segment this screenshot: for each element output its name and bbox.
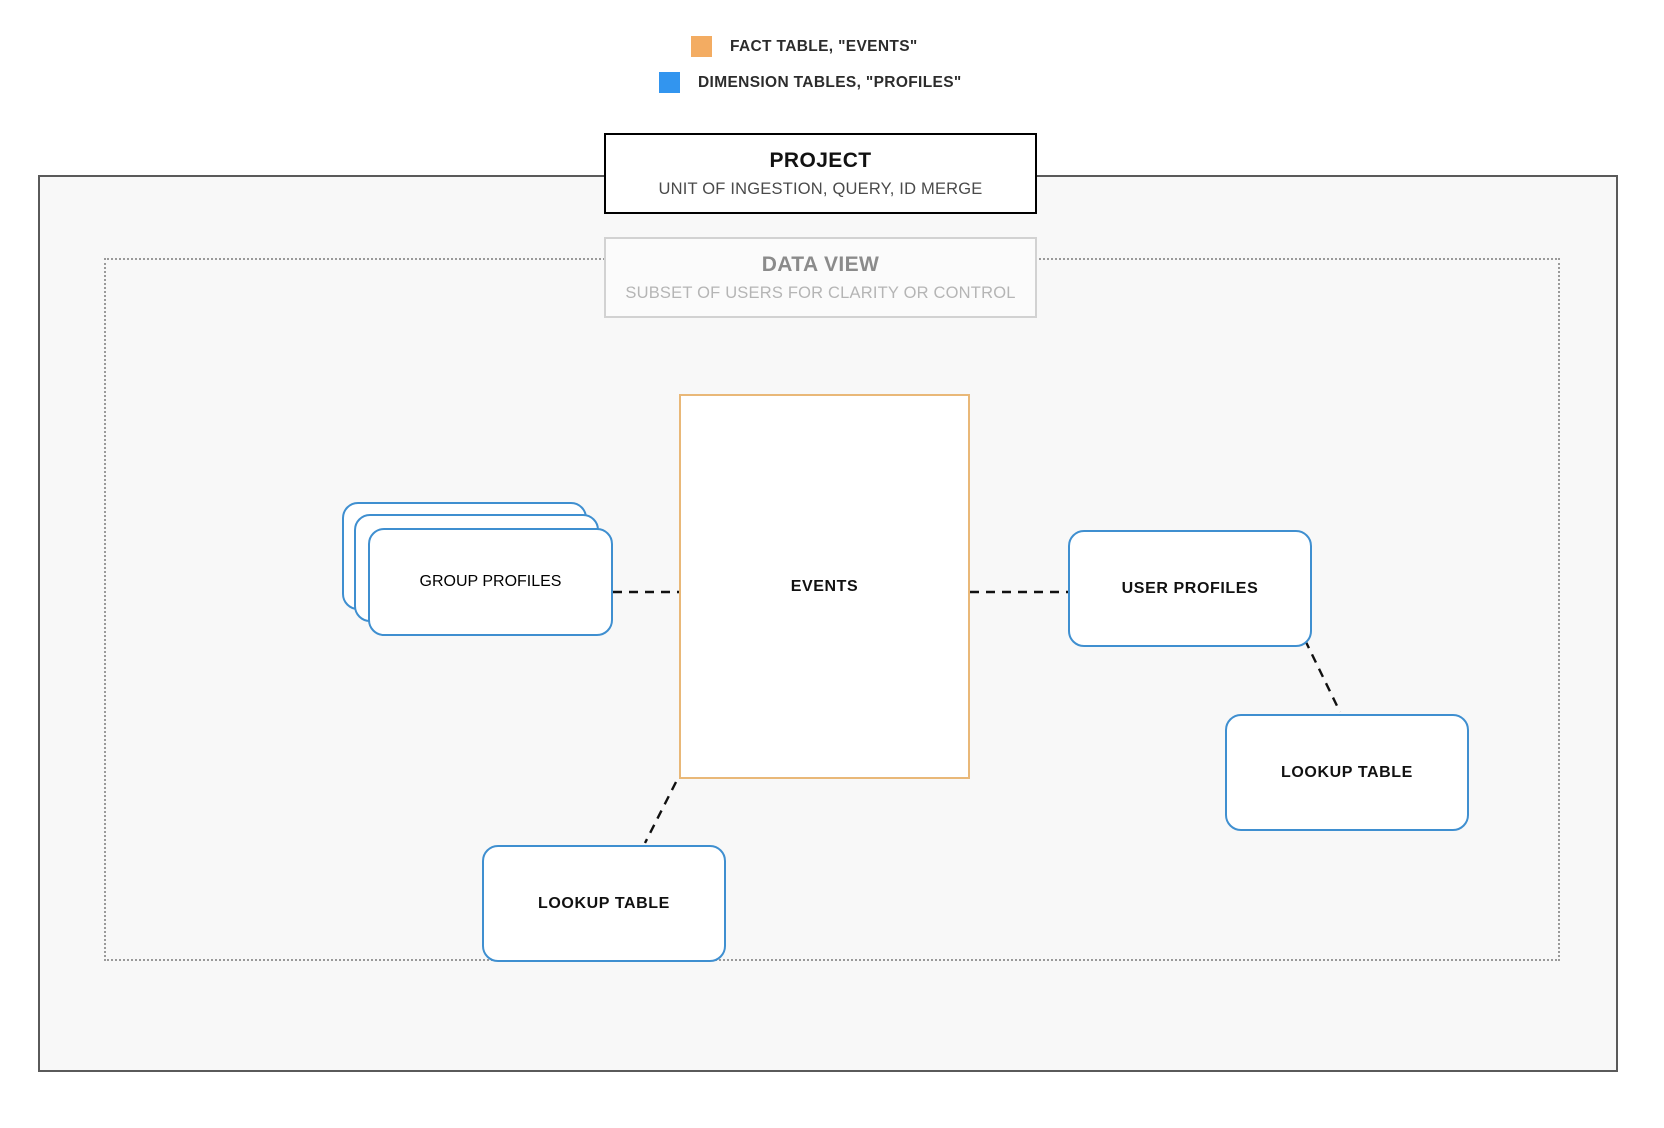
node-events[interactable]: EVENTS [679,394,970,779]
node-group-profiles[interactable]: GROUP PROFILES [342,502,613,652]
legend-item-dimension-tables: DIMENSION TABLES, "PROFILES" [659,72,962,93]
square-swatch-icon [691,36,712,57]
project-title: PROJECT [769,148,872,172]
node-lookup-table-left[interactable]: LOOKUP TABLE [482,845,726,962]
group-profiles-stack-card-front[interactable]: GROUP PROFILES [368,528,613,636]
node-lookup-table-right-label: LOOKUP TABLE [1281,763,1413,781]
legend-item-label: DIMENSION TABLES, "PROFILES" [698,73,962,91]
data-view-subtitle: SUBSET OF USERS FOR CLARITY OR CONTROL [625,283,1016,302]
project-subtitle: UNIT OF INGESTION, QUERY, ID MERGE [658,179,983,198]
legend-item-fact-table: FACT TABLE, "EVENTS" [691,36,918,57]
node-user-profiles[interactable]: USER PROFILES [1068,530,1312,647]
node-user-profiles-label: USER PROFILES [1121,579,1259,597]
legend-item-label: FACT TABLE, "EVENTS" [730,37,918,55]
node-lookup-table-right[interactable]: LOOKUP TABLE [1225,714,1469,831]
legend: FACT TABLE, "EVENTS" DIMENSION TABLES, "… [0,28,1664,108]
square-swatch-icon [659,72,680,93]
project-label-card: PROJECT UNIT OF INGESTION, QUERY, ID MER… [604,133,1037,214]
node-lookup-table-left-label: LOOKUP TABLE [538,894,670,912]
node-events-label: EVENTS [790,577,859,595]
data-view-label-card: DATA VIEW SUBSET OF USERS FOR CLARITY OR… [604,237,1037,318]
data-view-title: DATA VIEW [761,252,880,276]
node-group-profiles-label: GROUP PROFILES [419,573,562,590]
